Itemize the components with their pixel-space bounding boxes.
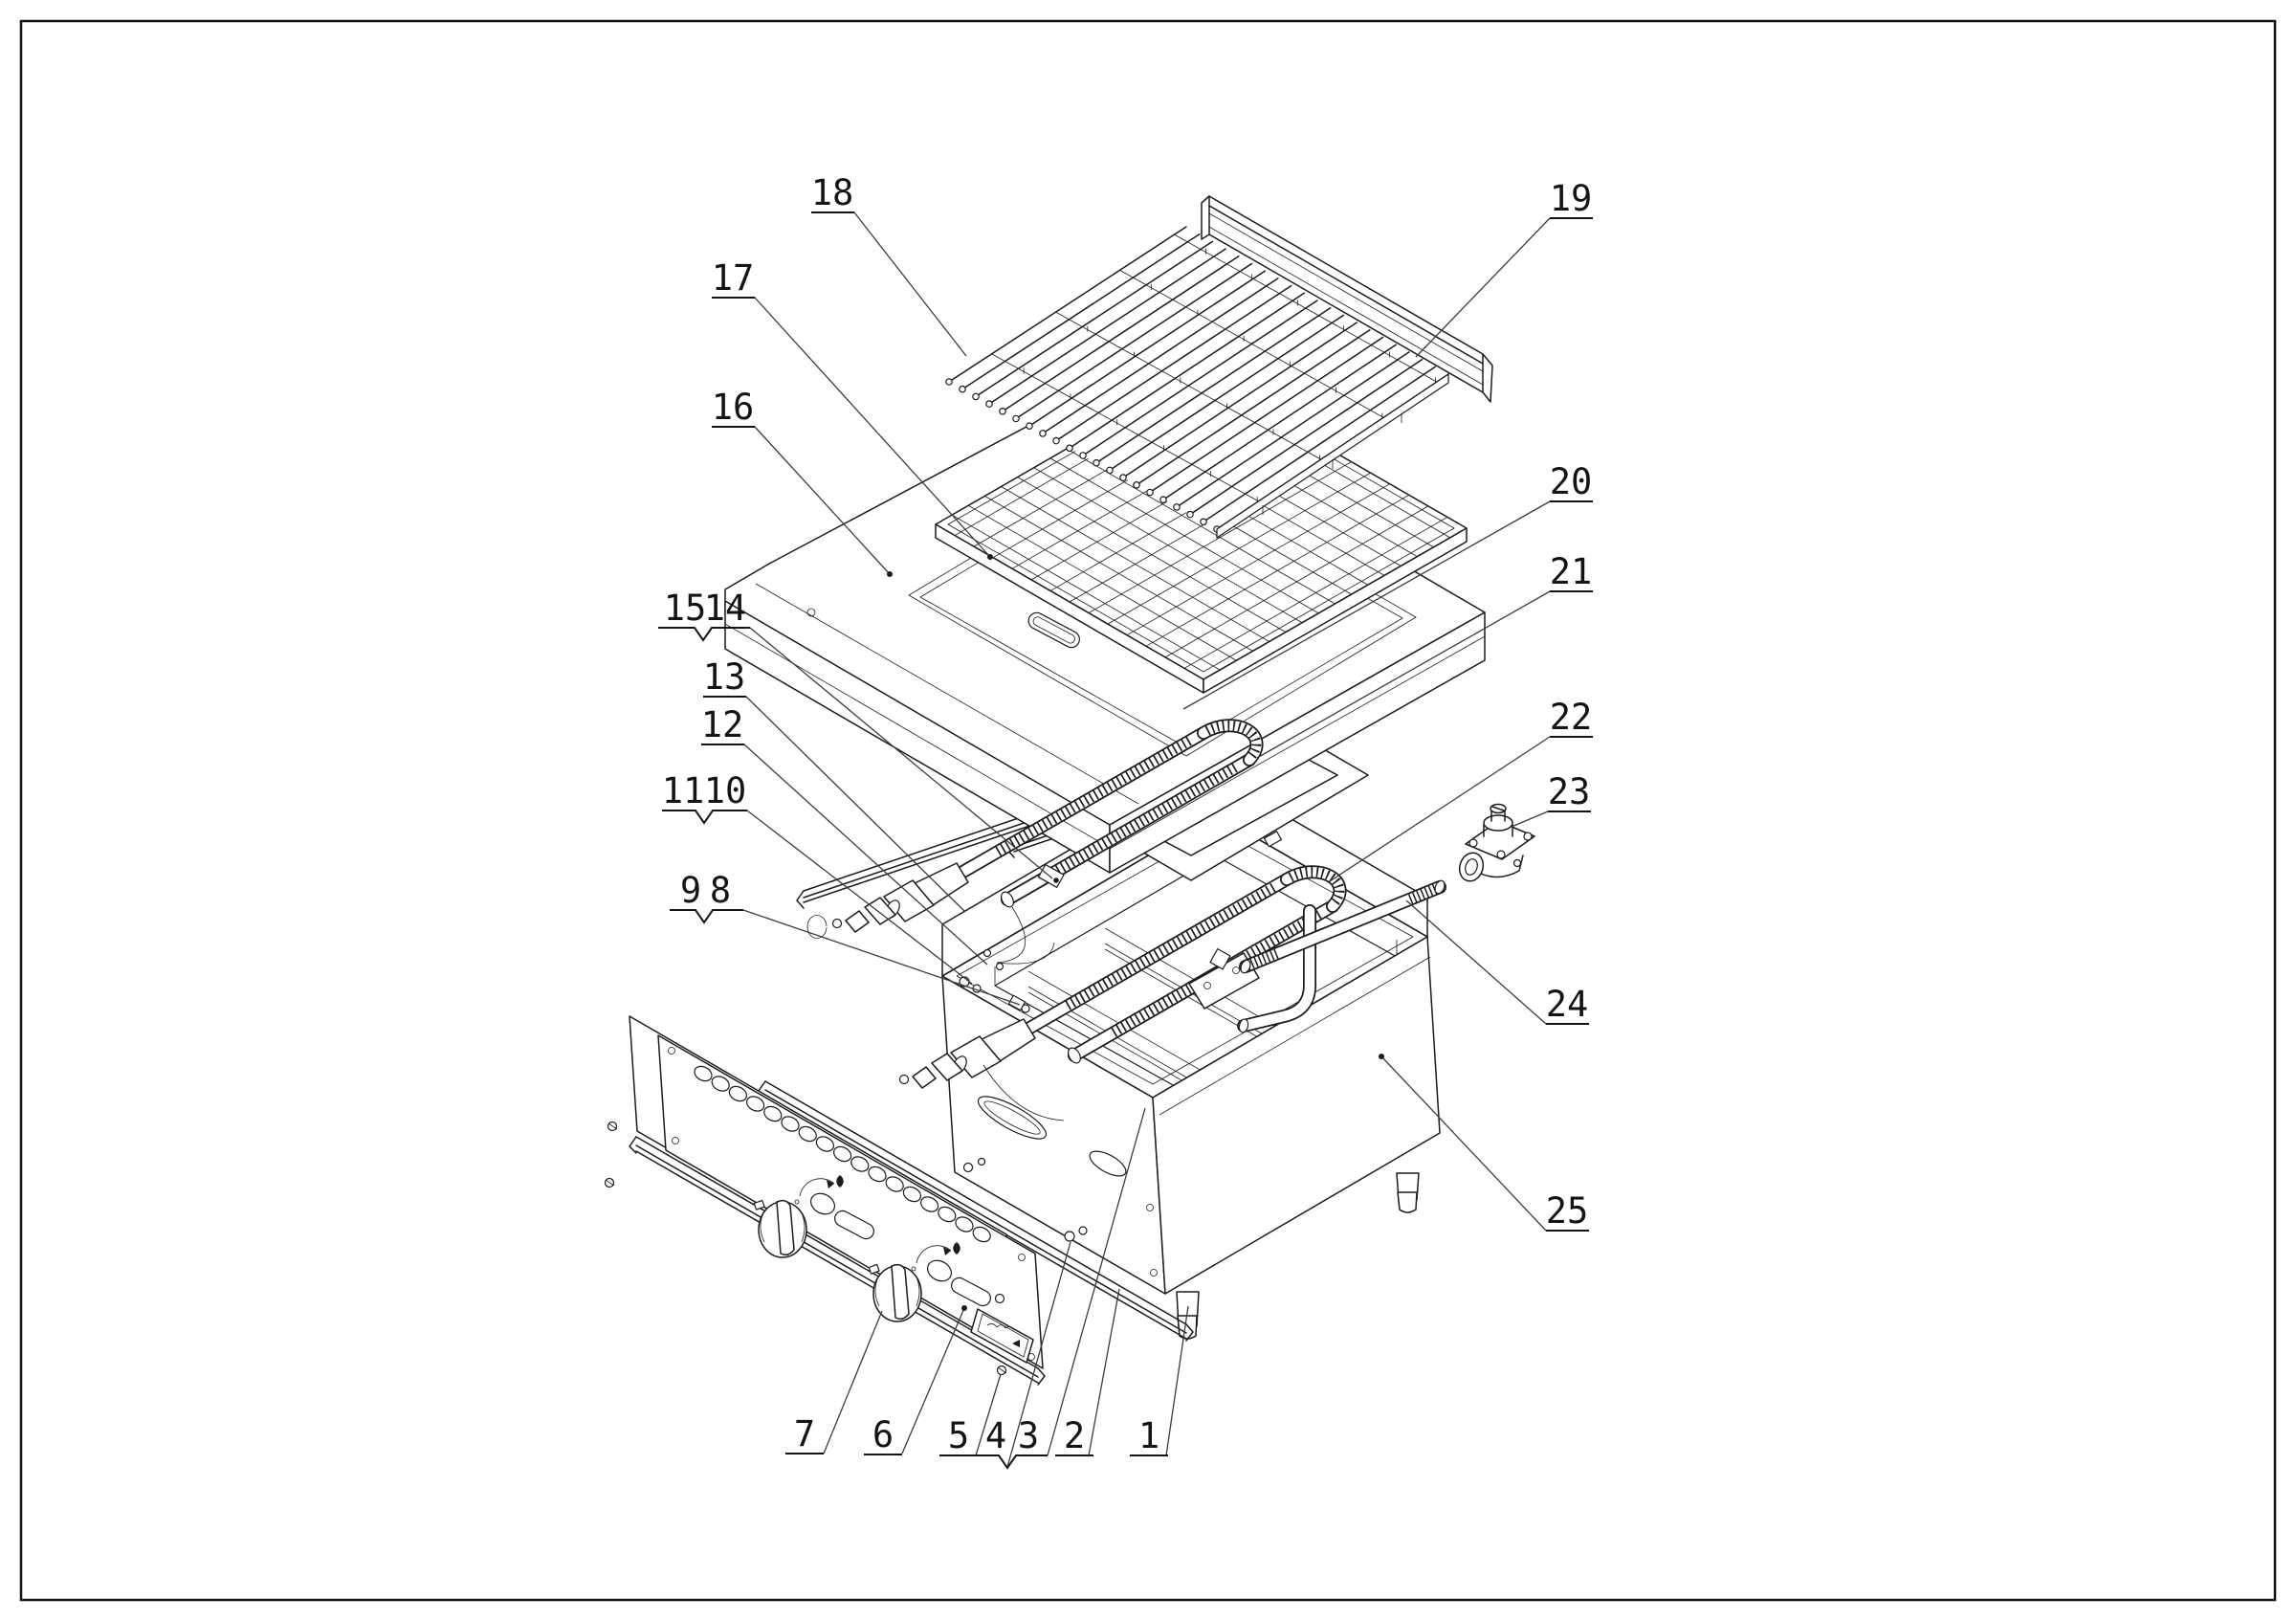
callout-17: 17 [712, 257, 993, 560]
rear-splash-guard [1201, 195, 1493, 403]
part-number: 18 [811, 172, 854, 213]
leader-dot [987, 554, 993, 560]
part-number: 12 [701, 704, 744, 745]
part-number: 4 [985, 1415, 1006, 1456]
part-number: 3 [1018, 1415, 1039, 1456]
part-number: 19 [1550, 178, 1593, 219]
leader-line [749, 627, 1053, 879]
leader-line [1329, 736, 1551, 882]
part-number: 1 [1138, 1415, 1159, 1456]
part-number: 13 [703, 656, 746, 698]
callout-underline [658, 627, 750, 642]
callout-1: 1 [1130, 1305, 1189, 1456]
part-number: 6 [872, 1414, 894, 1455]
leader-line [746, 810, 973, 985]
control-knob-upper [753, 1199, 807, 1258]
callout-22: 22 [1329, 697, 1593, 882]
leader-dot [887, 571, 893, 577]
control-panel [657, 1034, 1044, 1369]
part-number: 17 [712, 257, 755, 299]
callout-underline [662, 810, 747, 825]
part-number: 20 [1550, 461, 1593, 502]
leader-line [743, 744, 988, 966]
leg-front [1176, 1291, 1200, 1340]
callout-6: 6 [864, 1305, 967, 1455]
burner-b [898, 865, 1347, 1121]
callout-18: 18 [811, 172, 967, 357]
part-number: 16 [712, 387, 755, 428]
part-number: 8 [710, 870, 731, 911]
leader-line [754, 426, 891, 575]
control-knob-lower [868, 1263, 922, 1322]
callout-underline [670, 909, 743, 924]
leader-line [1511, 810, 1549, 828]
part-number: 7 [794, 1413, 815, 1454]
leader-line [1415, 217, 1551, 358]
part-number: 2 [1064, 1415, 1085, 1456]
leader-line [1006, 1241, 1071, 1468]
part-number: 9 [680, 870, 701, 911]
callout-20: 20 [1182, 461, 1593, 710]
leader-line [1405, 899, 1547, 1025]
part-number: 5 [948, 1415, 969, 1456]
part-number: 10 [704, 770, 747, 811]
callout-7: 7 [785, 1310, 883, 1454]
leader-line [1088, 1288, 1120, 1456]
grill-grate [945, 226, 1449, 539]
leader-line [1047, 1107, 1146, 1456]
leader-line [1165, 1305, 1189, 1456]
callout-5: 5 [939, 1373, 1002, 1456]
leader-line [754, 297, 991, 558]
leader-line [823, 1310, 883, 1454]
part-number: 23 [1548, 771, 1591, 812]
leader-dot [1379, 1054, 1384, 1059]
handle-slot [1027, 611, 1080, 649]
drawing-border [19, 19, 2277, 1602]
callout-23: 23 [1511, 771, 1591, 828]
leader-line [745, 696, 965, 912]
part-number: 22 [1550, 697, 1593, 738]
callout-2: 2 [1055, 1288, 1120, 1456]
leader-line [1182, 500, 1551, 710]
leader-line [1256, 590, 1551, 759]
leader-line [1380, 1055, 1547, 1232]
part-number: 15 [664, 588, 707, 629]
callout-underline [977, 1454, 1048, 1470]
gas-regulator [1458, 803, 1535, 882]
callout-24: 24 [1405, 899, 1589, 1025]
callout-16: 16 [712, 387, 893, 577]
fasteners [604, 1121, 1088, 1376]
brand-nameplate [970, 1308, 1034, 1364]
part-number: 14 [704, 588, 747, 629]
callout-13: 13 [703, 656, 965, 912]
leader-line [901, 1307, 965, 1454]
part-number: 25 [1546, 1190, 1589, 1232]
burner-a [806, 719, 1264, 965]
callout-12: 12 [701, 704, 988, 966]
callout-19: 19 [1415, 178, 1593, 358]
gas-pipe [1239, 879, 1446, 974]
leader-line [975, 1373, 1002, 1456]
callout-25: 25 [1379, 1054, 1589, 1232]
leader-dot [961, 1305, 967, 1311]
leg-right [1396, 1172, 1420, 1213]
leader-line [853, 211, 967, 357]
leader-line [742, 909, 1021, 1006]
part-number: 24 [1546, 984, 1589, 1025]
part-number: 21 [1550, 551, 1593, 592]
callout-21: 21 [1256, 551, 1593, 759]
part-number: 11 [662, 770, 705, 811]
